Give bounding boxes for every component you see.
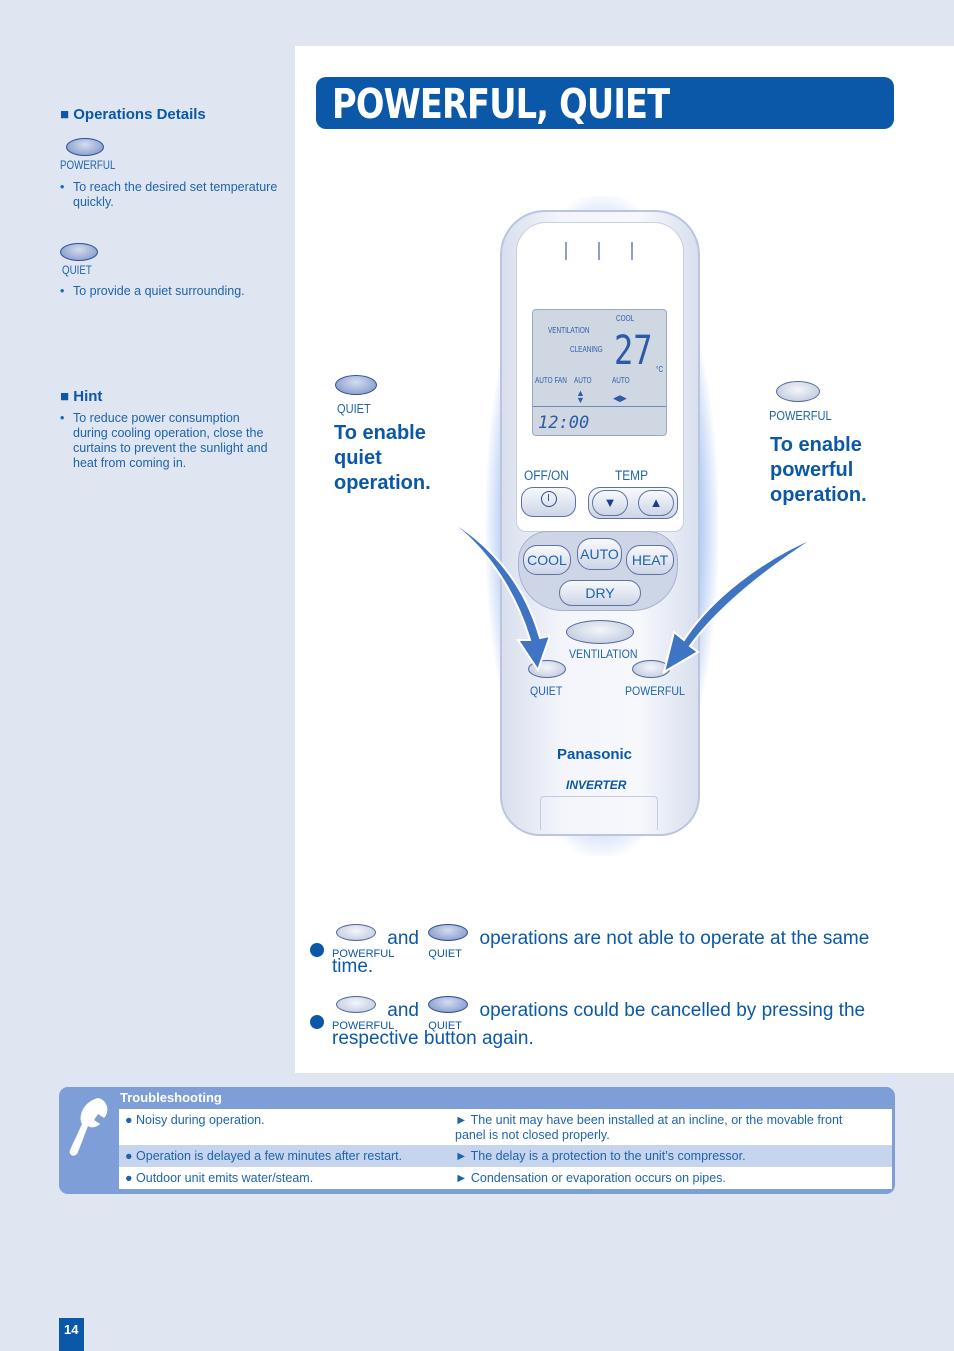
sidebar-powerful-label: POWERFUL	[60, 160, 116, 172]
inverter-logo: INVERTER	[566, 778, 627, 792]
page-number: 14	[59, 1318, 84, 1351]
remote-quiet-label: QUIET	[530, 684, 563, 698]
table-row: ● Outdoor unit emits water/steam. ► Cond…	[119, 1167, 892, 1189]
note-1: POWERFUL and QUIET operations are not ab…	[332, 924, 892, 979]
hint-heading: ■ Hint	[60, 388, 103, 405]
arrow-down-icon: ▼	[603, 495, 617, 510]
callout-powerful-icon	[776, 381, 820, 402]
brand-logo: Panasonic	[557, 746, 633, 763]
note2-powerful-icon	[336, 996, 376, 1013]
table-row: ● Noisy during operation. ► The unit may…	[119, 1109, 892, 1145]
hint-text: To reduce power consumption during cooli…	[60, 411, 275, 471]
ventilation-button[interactable]	[566, 620, 634, 644]
dry-button[interactable]: DRY	[559, 580, 641, 606]
signal-icon	[565, 242, 633, 260]
bullet-dot	[310, 1015, 324, 1029]
page-title: POWERFUL, QUIET	[332, 80, 670, 128]
title-bar	[316, 77, 894, 129]
sidebar-quiet-desc: To provide a quiet surrounding.	[60, 284, 290, 299]
quiet-button-icon	[60, 243, 98, 261]
lcd-display	[532, 309, 667, 436]
temp-up-button[interactable]: ▲	[638, 490, 674, 516]
sidebar-powerful-desc: To reach the desired set temperature qui…	[60, 180, 290, 210]
ventilation-label: VENTILATION	[569, 647, 638, 661]
note2-quiet-icon	[428, 996, 469, 1013]
left-arrow	[415, 501, 550, 673]
lcd-leftright-icon: ◀▶	[613, 393, 627, 403]
hint-section: ■ Hint To reduce power consumption durin…	[60, 388, 290, 471]
callout-powerful-text: To enable powerful operation.	[770, 434, 867, 506]
lcd-cool: COOL	[616, 314, 635, 323]
right-arrow	[662, 535, 819, 675]
wrench-icon	[69, 1098, 108, 1156]
lcd-cleaning: CLEANING	[570, 345, 603, 354]
lcd-updown-icon: ▲▼	[576, 388, 585, 405]
lcd-auto-2: AUTO	[612, 376, 630, 385]
note1-powerful-icon	[336, 924, 376, 941]
power-icon: I	[540, 491, 557, 507]
temp-label: TEMP	[615, 468, 649, 483]
lcd-auto-fan: AUTO FAN	[535, 376, 567, 385]
callout-quiet-text: To enable quiet operation.	[334, 422, 431, 494]
troubleshooting-title: Troubleshooting	[120, 1090, 222, 1105]
ops-details-heading: ■ Operations Details	[60, 106, 206, 123]
cool-button[interactable]: COOL	[523, 545, 571, 575]
temp-down-button[interactable]: ▼	[592, 490, 628, 516]
lcd-clock: 12:00	[538, 413, 590, 433]
callout-powerful-label: POWERFUL	[769, 408, 832, 423]
callout-quiet-icon	[335, 375, 377, 395]
remote-powerful-label: POWERFUL	[625, 684, 685, 698]
lcd-auto-1: AUTO	[574, 376, 592, 385]
note1-quiet-icon	[428, 924, 469, 941]
auto-button[interactable]: AUTO	[577, 538, 622, 570]
lcd-ventilation: VENTILATION	[548, 326, 590, 335]
powerful-button-icon	[66, 138, 104, 156]
lcd-temperature: 27	[614, 328, 653, 374]
lcd-unit: °C	[656, 365, 664, 374]
off-on-label: OFF/ON	[524, 468, 569, 483]
note-2: POWERFUL and QUIET operations could be c…	[332, 996, 892, 1051]
off-on-button[interactable]: I	[521, 487, 576, 517]
callout-quiet-label: QUIET	[337, 401, 371, 416]
arrow-up-icon: ▲	[649, 495, 663, 510]
table-row: ● Operation is delayed a few minutes aft…	[119, 1145, 892, 1167]
heat-button[interactable]: HEAT	[626, 545, 674, 575]
sidebar-quiet-label: QUIET	[62, 265, 92, 277]
ops-details-section: ■ Operations Details	[60, 106, 290, 123]
battery-cover	[540, 796, 658, 830]
bullet-dot	[310, 943, 324, 957]
